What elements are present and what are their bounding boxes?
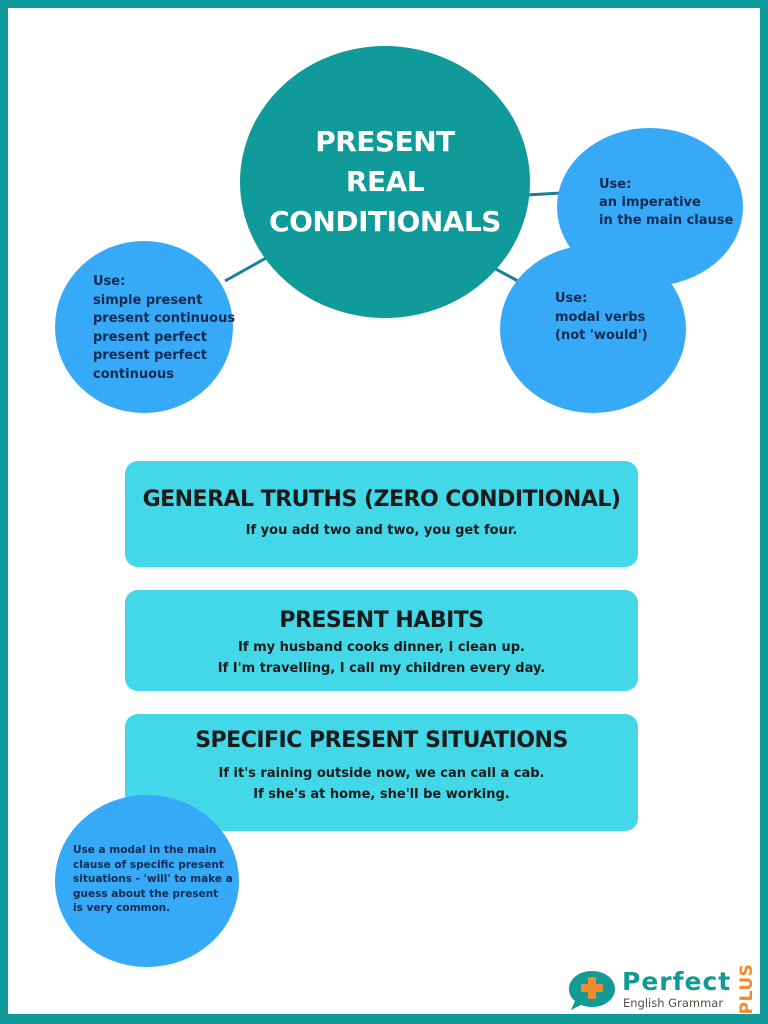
box-examples: If my husband cooks dinner, I clean up. … [125, 637, 638, 679]
box-heading: GENERAL TRUTHS (ZERO CONDITIONAL) [142, 487, 621, 512]
connector-mid-right [491, 265, 519, 283]
bubble-modal-note: Use a modal in the main clause of specif… [55, 795, 239, 967]
general-truths-box: GENERAL TRUTHS (ZERO CONDITIONAL) If you… [125, 461, 638, 567]
bubble-line: (not 'would') [555, 328, 648, 343]
title-line: CONDITIONALS [269, 205, 501, 238]
bubble-verb-forms: Use: simple present present continuous p… [55, 241, 236, 413]
bubble-line: Use: [93, 274, 126, 289]
logo-word: Perfect [622, 967, 732, 996]
example-sentence: If I'm travelling, I call my children ev… [217, 661, 546, 676]
present-habits-box: PRESENT HABITS If my husband cooks dinne… [125, 590, 638, 691]
bubble-imperative: Use: an imperative in the main clause [557, 128, 743, 286]
bubble-modal-verbs: Use: modal verbs (not 'would') [500, 245, 686, 413]
brand-logo: Perfect English Grammar PLUS [566, 964, 758, 1014]
bubble-line: in the main clause [599, 213, 734, 228]
example-sentence: If my husband cooks dinner, I clean up. [238, 640, 525, 655]
bubble-line: simple present [93, 292, 203, 308]
title-line: REAL [345, 165, 425, 198]
bubble-line: an imperative [599, 195, 701, 210]
bubble-line: situations - 'will' to make a [73, 873, 233, 885]
connector-top-right [525, 191, 562, 197]
bubble-line: is very common. [73, 902, 171, 914]
connector-left [224, 256, 267, 283]
bubble-line: guess about the present [73, 887, 219, 900]
box-examples: If you add two and two, you get four. [125, 520, 638, 541]
main-title-circle: PRESENT REAL CONDITIONALS [240, 46, 530, 318]
speech-bubble-plus-icon [569, 971, 615, 1010]
box-heading: PRESENT HABITS [279, 608, 484, 633]
page-title: PRESENT REAL CONDITIONALS [255, 122, 515, 242]
bubble-line: continuous [93, 366, 174, 382]
title-line: PRESENT [315, 125, 455, 158]
bubble-line: Use: [555, 291, 588, 306]
box-examples: If it's raining outside now, we can call… [125, 763, 638, 805]
bubble-line: clause of specific present [73, 858, 224, 871]
bubble-line: Use: [599, 177, 632, 192]
bubble-line: present perfect [93, 348, 208, 363]
bubble-line: modal verbs [555, 309, 646, 325]
box-heading: SPECIFIC PRESENT SITUATIONS [195, 728, 568, 753]
example-sentence: If she's at home, she'll be working. [253, 787, 510, 802]
bubble-line: present perfect [93, 329, 208, 345]
bubble-line: present continuous [93, 311, 236, 326]
logo-plus-badge: PLUS [737, 963, 757, 1015]
bubble-line: Use a modal in the main [73, 844, 217, 856]
example-sentence: If it's raining outside now, we can call… [218, 766, 545, 781]
logo-subtitle: English Grammar [623, 996, 724, 1010]
example-sentence: If you add two and two, you get four. [245, 523, 518, 538]
specific-situations-box: SPECIFIC PRESENT SITUATIONS If it's rain… [125, 714, 638, 831]
